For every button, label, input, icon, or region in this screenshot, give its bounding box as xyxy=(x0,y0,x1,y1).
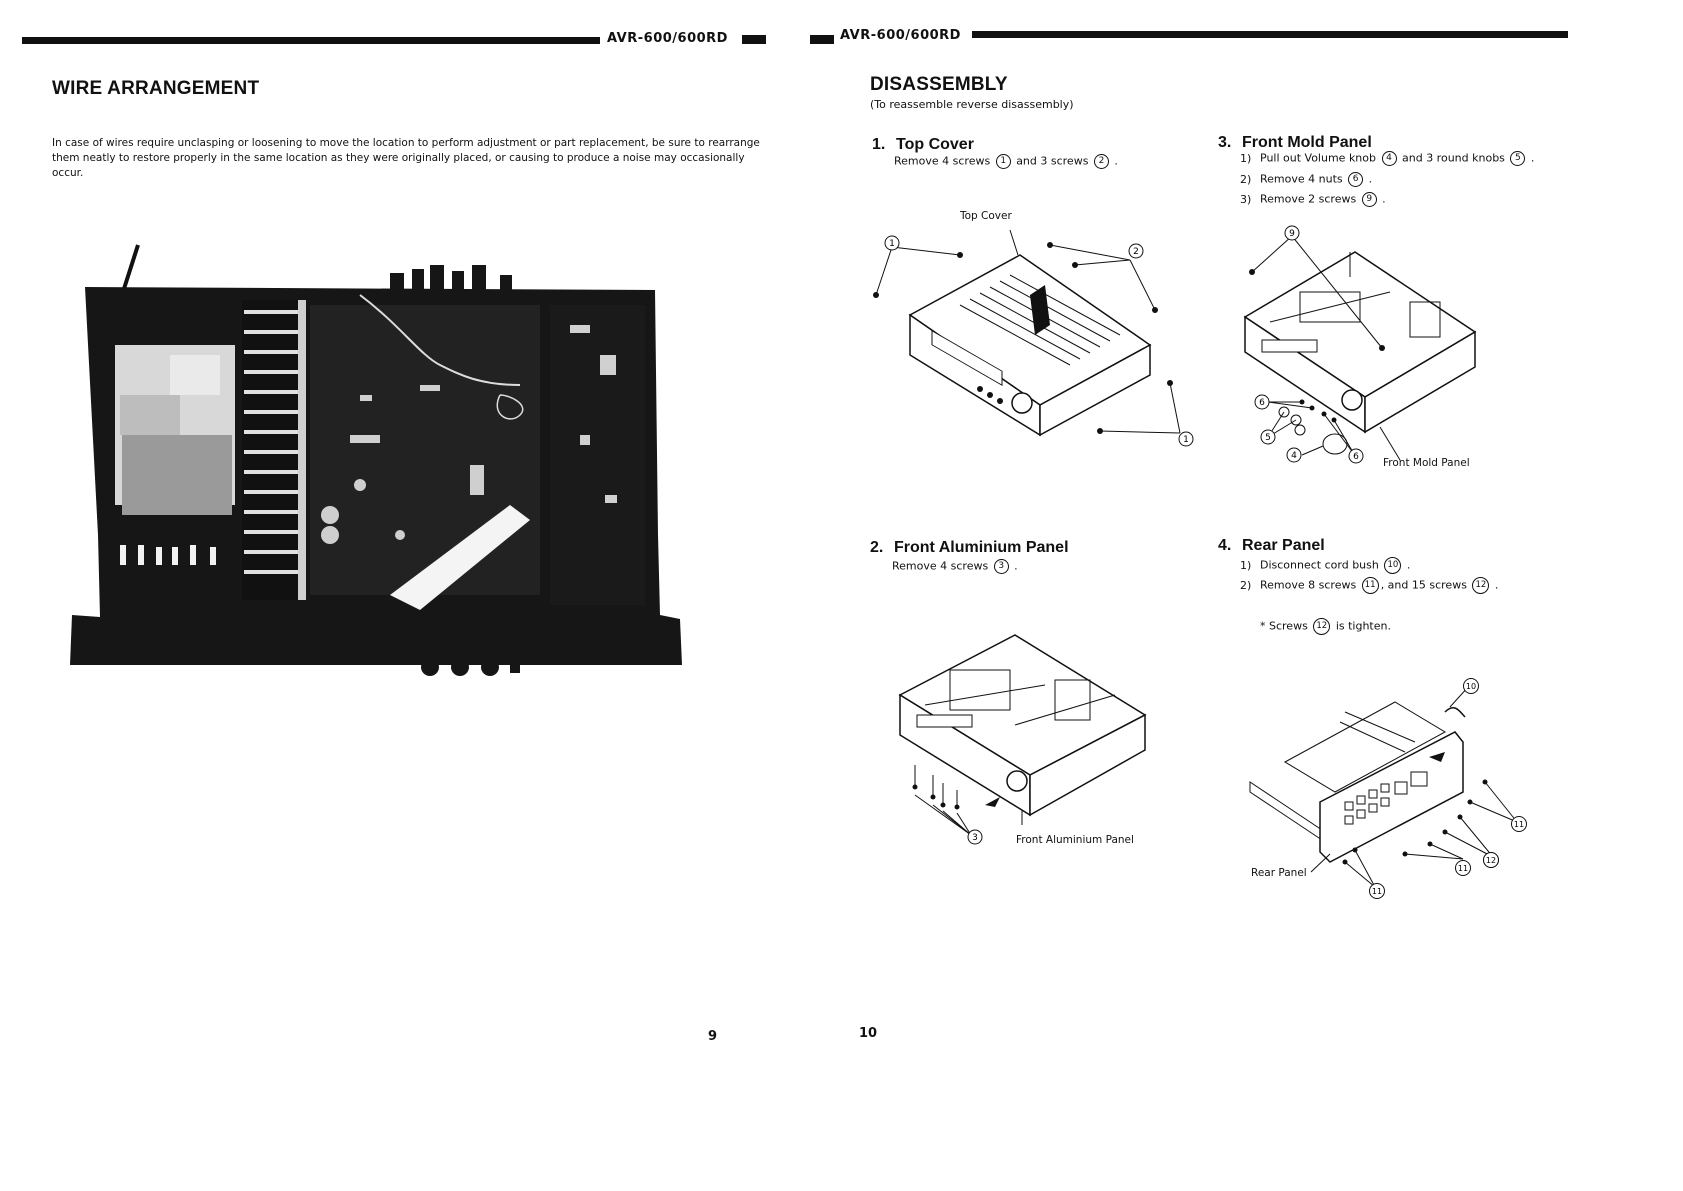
top-cover-label: Top Cover xyxy=(960,210,1012,222)
front-aluminium-panel-label: Front Aluminium Panel xyxy=(1016,834,1134,846)
disassembly-subtitle: (To reassemble reverse disassembly) xyxy=(870,98,1074,111)
section-3-step-1-number: 1) xyxy=(1240,151,1252,165)
section-4-step-1: 1)Disconnect cord bush 10 . xyxy=(1240,557,1410,574)
section-2-step: Remove 4 screws 3 . xyxy=(892,559,1018,574)
callout-3: 3 xyxy=(972,833,978,843)
callout-1-badge: 1 xyxy=(995,154,1011,169)
callout-1-top: 1 xyxy=(889,239,895,249)
section-2-title: 2. Front Aluminium Panel xyxy=(870,539,1069,557)
callout-6-badge: 6 xyxy=(1348,172,1364,187)
callout-12-right: 12 xyxy=(1486,856,1496,865)
left-page-number: 9 xyxy=(708,1029,718,1044)
section-1-step: Remove 4 screws 1 and 3 screws 2 . xyxy=(894,154,1118,169)
section-3-step-1-text-b: and 3 round knobs xyxy=(1402,151,1505,165)
section-3-step-2-text: Remove 4 nuts xyxy=(1260,172,1343,186)
section-4-step-2-text-a: Remove 8 screws xyxy=(1260,578,1357,592)
right-header-model: AVR-600/600RD xyxy=(840,28,961,43)
callout-10: 10 xyxy=(1466,682,1476,691)
section-4-step-2-text-b: , and 15 screws xyxy=(1380,578,1467,592)
front-mold-panel-diagram: 9 6 5 4 6 xyxy=(1243,225,1477,464)
section-3-step-3-text: Remove 2 screws xyxy=(1260,192,1357,206)
rear-panel-label: Rear Panel xyxy=(1251,867,1307,879)
callout-11-badge: 11 xyxy=(1361,577,1379,594)
section-3-step-1: 1) Pull out Volume knob 4 and 3 round kno… xyxy=(1240,151,1535,166)
callout-11-bottom: 11 xyxy=(1372,887,1382,896)
section-1-title: 1. Top Cover xyxy=(872,136,974,154)
callout-2-top: 2 xyxy=(1133,247,1139,257)
left-header-rule xyxy=(22,37,600,44)
callout-10-badge: 10 xyxy=(1384,557,1402,574)
section-3-step-1-text-a: Pull out Volume knob xyxy=(1260,151,1376,165)
section-3-label: Front Mold Panel xyxy=(1242,134,1372,151)
section-4-note-text-a: * Screws xyxy=(1260,619,1308,633)
section-4-note-text-b: is tighten. xyxy=(1335,619,1391,633)
callout-11-mid: 11 xyxy=(1458,864,1468,873)
rear-panel-diagram: 10 11 12 11 11 xyxy=(1249,678,1527,899)
left-header-model: AVR-600/600RD xyxy=(607,31,728,46)
callout-5-badge: 5 xyxy=(1510,151,1526,166)
right-header-rule xyxy=(972,31,1568,38)
section-4-step-1-text: Disconnect cord bush xyxy=(1260,558,1379,572)
callout-9-badge: 9 xyxy=(1361,192,1377,207)
section-3-step-3-number: 3) xyxy=(1240,192,1252,206)
wire-arrangement-intro: In case of wires require unclasping or l… xyxy=(52,137,760,179)
right-header-block xyxy=(810,35,834,44)
callout-6-left: 6 xyxy=(1259,398,1265,408)
disassembly-title: DISASSEMBLY xyxy=(870,74,1008,95)
section-1-number: 1. xyxy=(872,136,886,153)
right-page-number: 10 xyxy=(859,1026,878,1041)
section-3-step-3: 3)Remove 2 screws 9 . xyxy=(1240,192,1386,207)
section-4-label: Rear Panel xyxy=(1242,537,1325,554)
callout-5: 5 xyxy=(1265,433,1271,443)
callout-4-badge: 4 xyxy=(1381,151,1397,166)
wire-arrangement-title: WIRE ARRANGEMENT xyxy=(52,78,260,99)
callout-3-badge: 3 xyxy=(993,559,1009,574)
section-4-title: 4. Rear Panel xyxy=(1218,537,1325,555)
callout-2-badge: 2 xyxy=(1093,154,1109,169)
section-4-step-1-number: 1) xyxy=(1240,558,1252,572)
section-3-number: 3. xyxy=(1218,134,1232,151)
callout-12-badge: 12 xyxy=(1472,577,1490,594)
callout-1-bottom: 1 xyxy=(1183,435,1189,445)
callout-12-note-badge: 12 xyxy=(1313,618,1331,635)
section-3-step-2-number: 2) xyxy=(1240,172,1252,186)
callout-11-right: 11 xyxy=(1514,820,1524,829)
section-4-note: * Screws 12 is tighten. xyxy=(1260,618,1391,635)
chassis-interior-photo xyxy=(70,244,682,676)
top-cover-diagram: 1 2 1 xyxy=(873,229,1194,447)
callout-6-right: 6 xyxy=(1353,452,1359,462)
section-4-step-2: 2)Remove 8 screws 11, and 15 screws 12 . xyxy=(1240,577,1498,594)
section-2-label: Front Aluminium Panel xyxy=(894,539,1069,556)
front-aluminium-panel-diagram: 3 xyxy=(898,634,1147,845)
section-4-number: 4. xyxy=(1218,537,1232,554)
callout-9: 9 xyxy=(1289,229,1295,239)
section-4-step-2-number: 2) xyxy=(1240,578,1252,592)
section-1-label: Top Cover xyxy=(896,136,974,153)
section-3-step-2: 2)Remove 4 nuts 6 . xyxy=(1240,172,1373,187)
section-1-step-text-a: Remove 4 screws xyxy=(894,154,991,168)
left-header-block xyxy=(742,35,766,44)
front-mold-panel-label: Front Mold Panel xyxy=(1383,457,1470,469)
section-2-number: 2. xyxy=(870,539,884,556)
callout-4: 4 xyxy=(1291,451,1297,461)
section-1-step-text-b: and 3 screws xyxy=(1016,154,1089,168)
section-3-title: 3. Front Mold Panel xyxy=(1218,134,1372,152)
section-2-step-text-a: Remove 4 screws xyxy=(892,559,989,573)
